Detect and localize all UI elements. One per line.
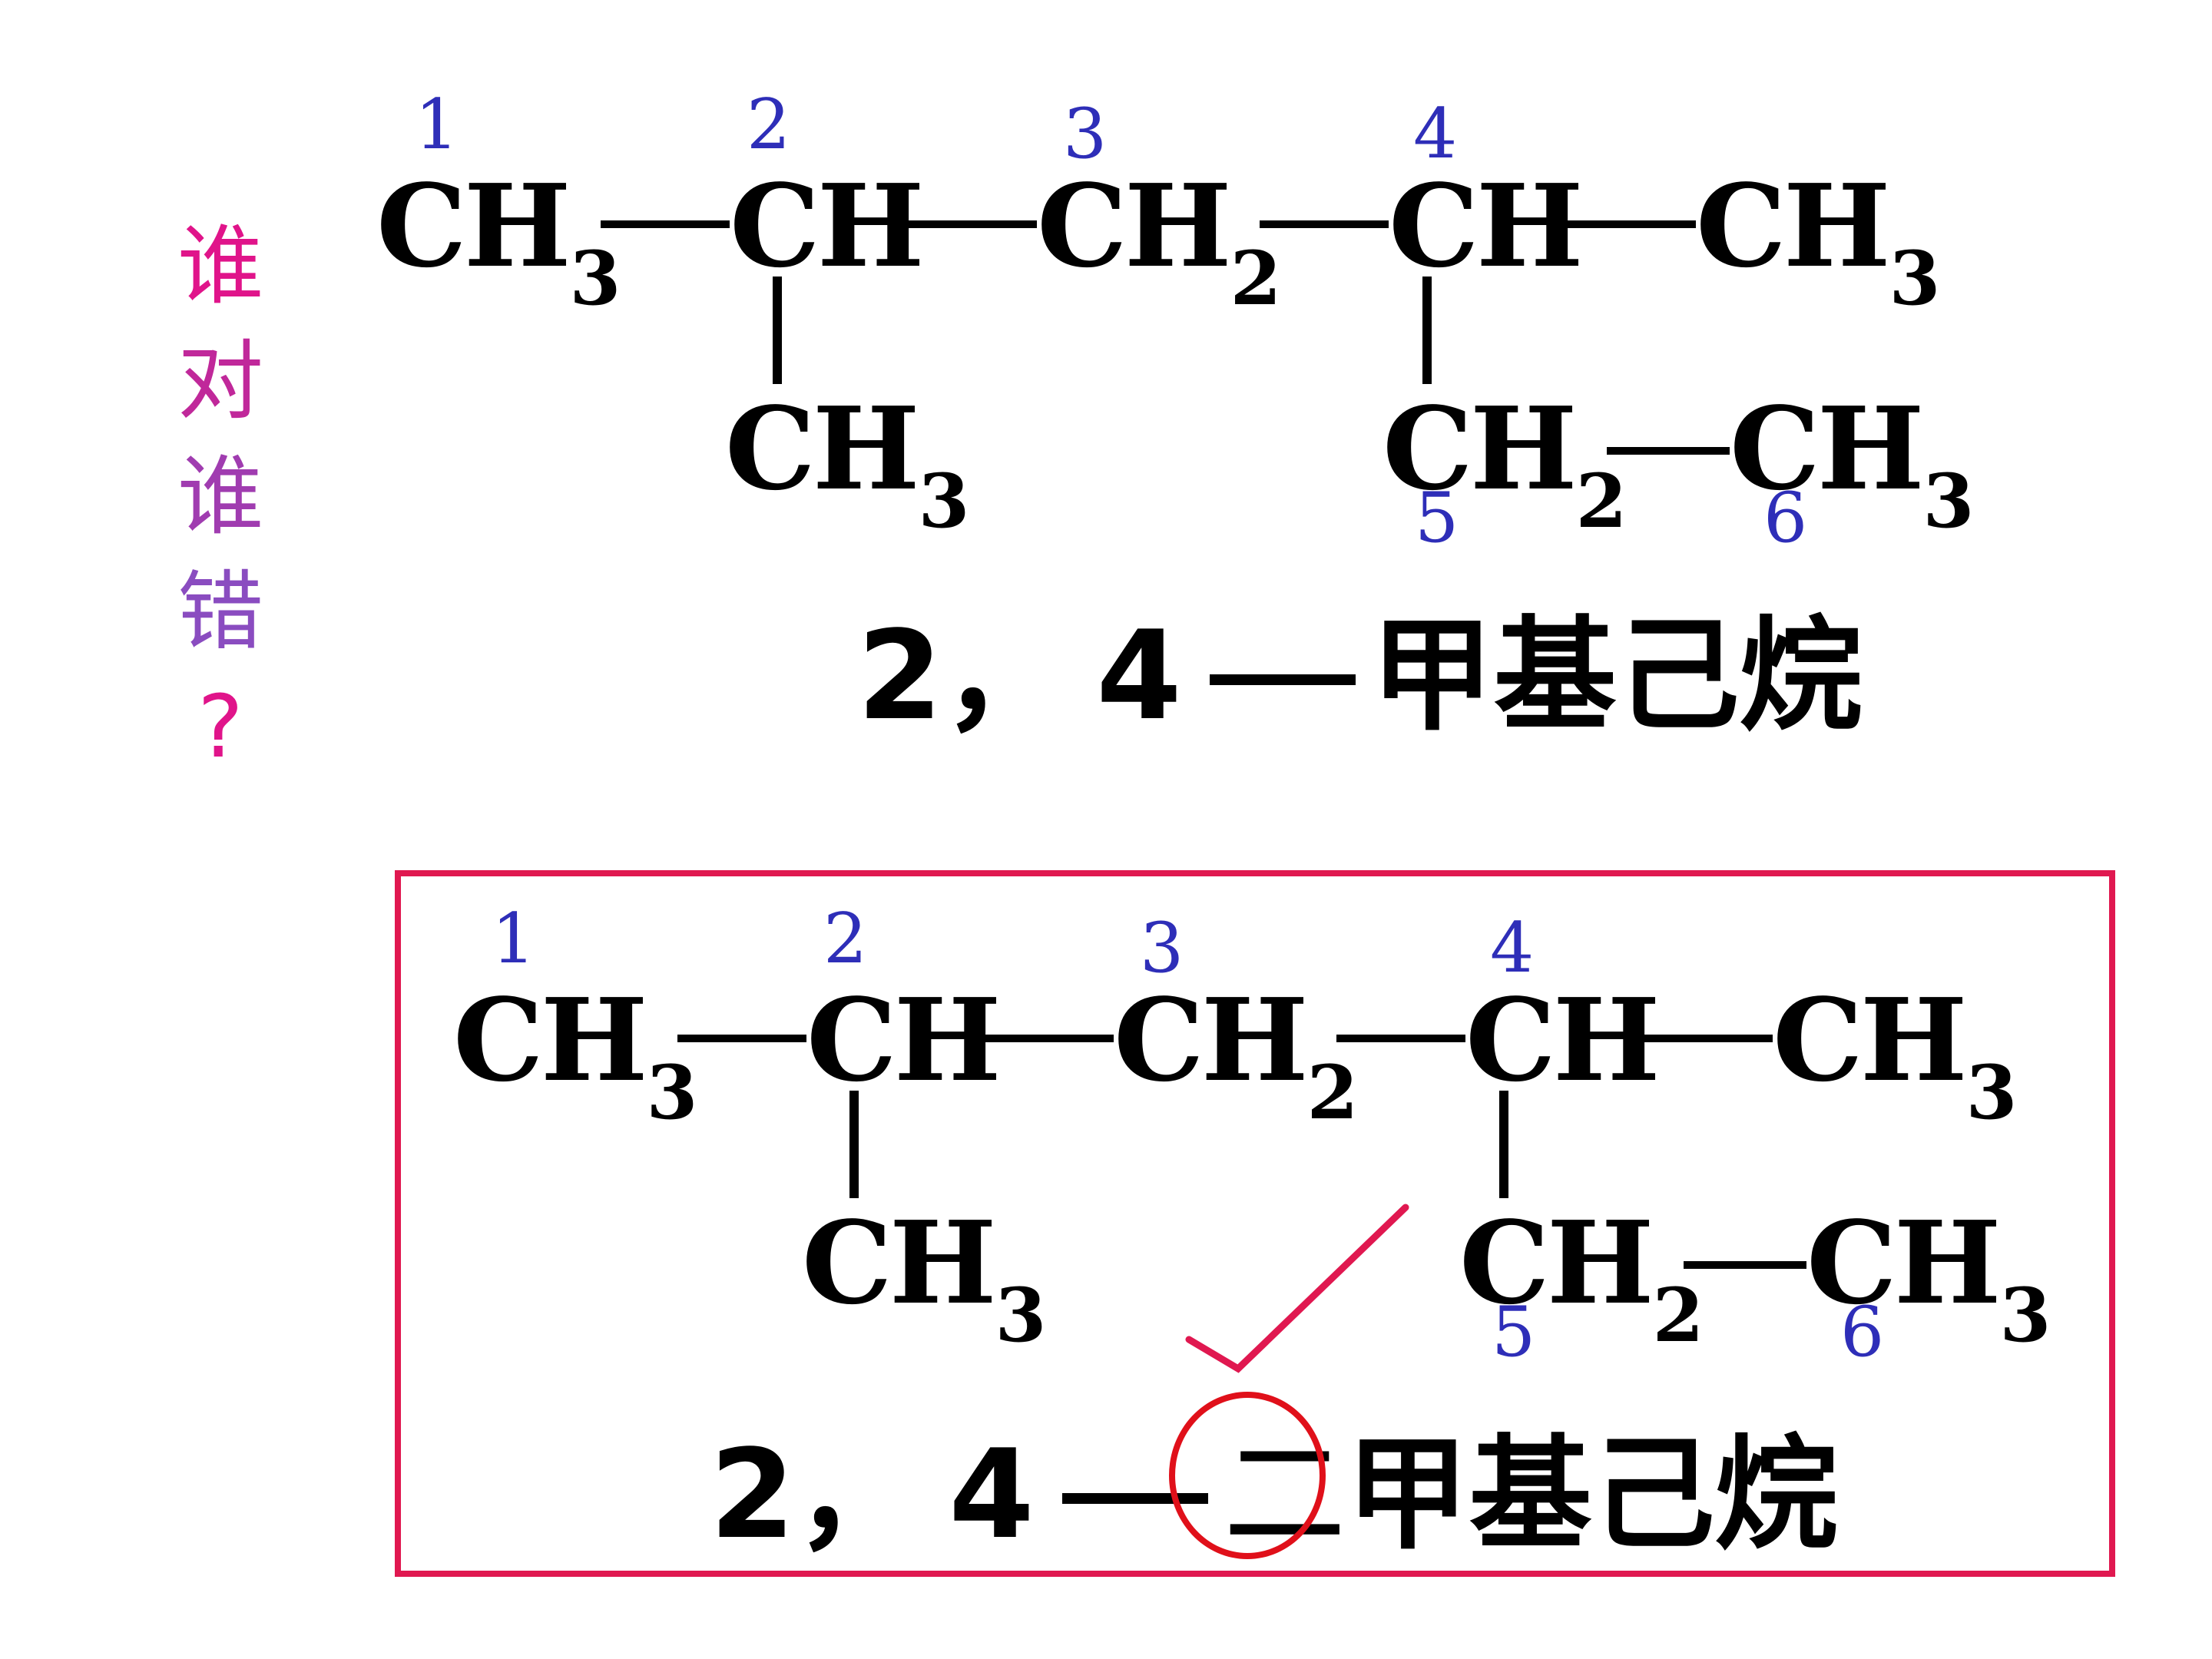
bond-c4-c5 (1567, 220, 1696, 228)
bond-c1-c2 (601, 220, 730, 228)
carbon-number-3-b: 3 (1140, 908, 1184, 988)
group-ch2-c5: CH2 (1382, 382, 1628, 545)
group-ch3-c6-b: CH3 (1806, 1196, 2051, 1359)
carbon-number-5: 5 (1415, 478, 1459, 558)
question-text: 谁 对 谁 错 ? (171, 209, 270, 785)
carbon-number-2: 2 (747, 84, 791, 165)
group-ch3-c6: CH3 (1730, 382, 1975, 545)
question-char-1: 谁 (177, 217, 263, 316)
bond-c2-methyl (773, 276, 782, 384)
bond-c1-c2-b (677, 1035, 806, 1042)
group-ch-c4: CH (1389, 159, 1584, 293)
group-methyl-branch: CH3 (725, 382, 970, 545)
structure-top: 1 2 3 4 CH3 CH CH2 CH CH3 CH3 CH2 CH3 5 … (376, 84, 1975, 747)
bond-c3-c4 (1260, 220, 1389, 228)
carbon-number-4: 4 (1413, 94, 1458, 174)
question-char-3: 谁 (177, 447, 263, 547)
group-ch-c2: CH (730, 159, 925, 293)
bond-c2-c3-b (983, 1035, 1114, 1042)
question-char-4: 错 (177, 562, 263, 662)
group-ch2-c3-b: CH2 (1114, 973, 1359, 1136)
group-ch-c4-b: CH (1465, 973, 1661, 1107)
bond-c2-c3 (906, 220, 1037, 228)
carbon-number-4-b: 4 (1490, 908, 1535, 988)
carbon-number-1: 1 (415, 84, 459, 165)
group-ch3-c1-b: CH3 (453, 973, 698, 1136)
carbon-number-1-b: 1 (492, 899, 536, 979)
bond-c5-c6 (1607, 447, 1730, 455)
bond-c5-c6-b (1684, 1261, 1806, 1269)
group-methyl-branch-b: CH3 (802, 1196, 1047, 1359)
carbon-number-3: 3 (1063, 94, 1108, 174)
bond-c4-ethyl-b (1499, 1091, 1508, 1198)
group-ch3-c1: CH3 (376, 159, 621, 322)
carbon-number-6-b: 6 (1840, 1292, 1885, 1373)
answer-box (395, 870, 2115, 1577)
bond-c3-c4-b (1336, 1035, 1465, 1042)
group-ch3-end: CH3 (1696, 159, 1941, 322)
bond-c2-methyl-b (849, 1091, 859, 1198)
group-ch2-c5-b: CH2 (1459, 1196, 1704, 1359)
bond-c4-ethyl (1422, 276, 1432, 384)
group-ch2-c3: CH2 (1037, 159, 1282, 322)
carbon-number-5-b: 5 (1492, 1292, 1536, 1373)
carbon-number-2-b: 2 (823, 899, 868, 979)
group-ch-c2-b: CH (806, 973, 1002, 1107)
question-mark: ? (197, 677, 243, 777)
check-mark-icon (1185, 1204, 1409, 1373)
group-ch3-end-b: CH3 (1773, 973, 2018, 1136)
bond-c4-c5-b (1644, 1035, 1773, 1042)
structure-bottom: 1 2 3 4 CH3 CH CH2 CH CH3 CH3 CH2 CH3 5 … (0, 814, 2212, 1659)
carbon-number-6: 6 (1763, 478, 1808, 558)
question-char-2: 对 (177, 332, 263, 432)
highlight-circle (1169, 1392, 1326, 1559)
